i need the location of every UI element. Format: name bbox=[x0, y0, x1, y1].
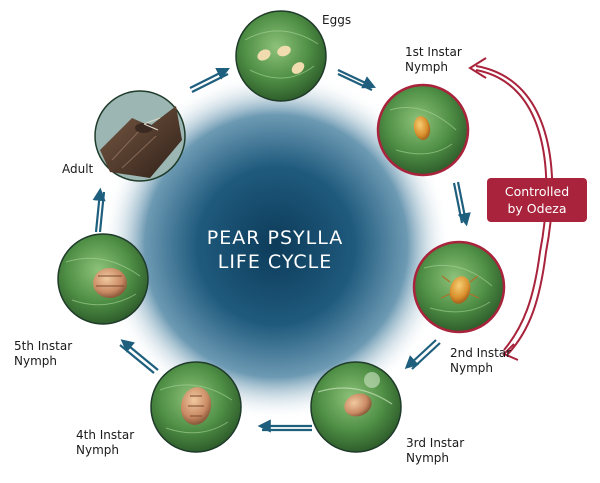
arrow-second-to-third-2 bbox=[411, 342, 441, 370]
label-fifth-instar-line-1: 5th Instar bbox=[14, 339, 73, 353]
egg bbox=[257, 49, 271, 61]
egg bbox=[277, 45, 291, 57]
control-callout-line-2: by Odeza bbox=[507, 201, 567, 216]
arrow-adult-to-eggs-2 bbox=[191, 73, 229, 93]
nymph bbox=[413, 116, 431, 140]
label-first-instar-line-1: 1st Instar bbox=[405, 45, 462, 59]
label-second-instar: 2nd Instar Nymph bbox=[450, 346, 511, 376]
arrow-second-to-third bbox=[404, 339, 437, 369]
center-title: PEAR PSYLLA LIFE CYCLE bbox=[150, 226, 400, 274]
arrow-fourth-to-fifth-2 bbox=[119, 344, 155, 374]
label-first-instar: 1st Instar Nymph bbox=[405, 45, 462, 75]
label-third-instar-line-2: Nymph bbox=[406, 451, 449, 465]
label-second-instar-line-1: 2nd Instar bbox=[450, 346, 512, 360]
arrow-adult-to-eggs bbox=[189, 68, 230, 89]
label-adult-line-1: Adult bbox=[62, 162, 94, 176]
label-adult: Adult bbox=[62, 162, 93, 177]
stage-fourth-instar bbox=[150, 361, 242, 453]
stage-first-instar bbox=[376, 83, 470, 177]
label-fourth-instar: 4th Instar Nymph bbox=[76, 428, 134, 458]
stage-adult bbox=[94, 90, 186, 182]
control-bracket-outer bbox=[475, 65, 554, 355]
arrow-fifth-to-adult bbox=[92, 187, 106, 233]
center-title-line-2: LIFE CYCLE bbox=[217, 251, 333, 273]
label-third-instar-line-1: 3rd Instar bbox=[406, 436, 465, 450]
label-fourth-instar-line-2: Nymph bbox=[76, 443, 119, 457]
stage-second-instar bbox=[412, 240, 506, 334]
control-bracket-inner bbox=[475, 69, 548, 351]
cycle-arrows bbox=[92, 68, 471, 433]
center-title-line-1: PEAR PSYLLA bbox=[206, 227, 344, 249]
label-fourth-instar-line-1: 4th Instar bbox=[76, 428, 135, 442]
arrow-first-to-second bbox=[456, 181, 471, 227]
label-eggs-line-1: Eggs bbox=[322, 13, 352, 27]
arrow-fourth-to-fifth bbox=[120, 339, 159, 371]
control-arrowhead-bottom bbox=[502, 343, 519, 361]
egg bbox=[291, 62, 305, 74]
stage-eggs bbox=[235, 10, 327, 102]
nymph bbox=[93, 268, 127, 298]
control-callout-line-1: Controlled bbox=[504, 184, 570, 199]
arrow-eggs-to-first-2 bbox=[337, 73, 373, 91]
control-arrowhead-top bbox=[468, 57, 487, 79]
label-third-instar: 3rd Instar Nymph bbox=[406, 436, 464, 466]
nymph bbox=[449, 276, 471, 304]
stage-fifth-instar bbox=[57, 233, 149, 325]
arrow-fifth-to-adult-2 bbox=[98, 191, 106, 233]
label-second-instar-line-2: Nymph bbox=[450, 361, 493, 375]
label-fifth-instar: 5th Instar Nymph bbox=[14, 339, 72, 369]
label-first-instar-line-2: Nymph bbox=[405, 60, 448, 74]
label-eggs: Eggs bbox=[322, 13, 351, 28]
stage-third-instar bbox=[310, 361, 402, 453]
arrow-first-to-second-2 bbox=[452, 182, 464, 224]
arrow-eggs-to-first bbox=[337, 69, 376, 89]
nymph bbox=[344, 393, 372, 417]
control-callout-badge: Controlled by Odeza bbox=[487, 178, 587, 222]
center-glow bbox=[101, 71, 451, 421]
label-fifth-instar-line-2: Nymph bbox=[14, 354, 57, 368]
control-bracket bbox=[468, 57, 554, 361]
